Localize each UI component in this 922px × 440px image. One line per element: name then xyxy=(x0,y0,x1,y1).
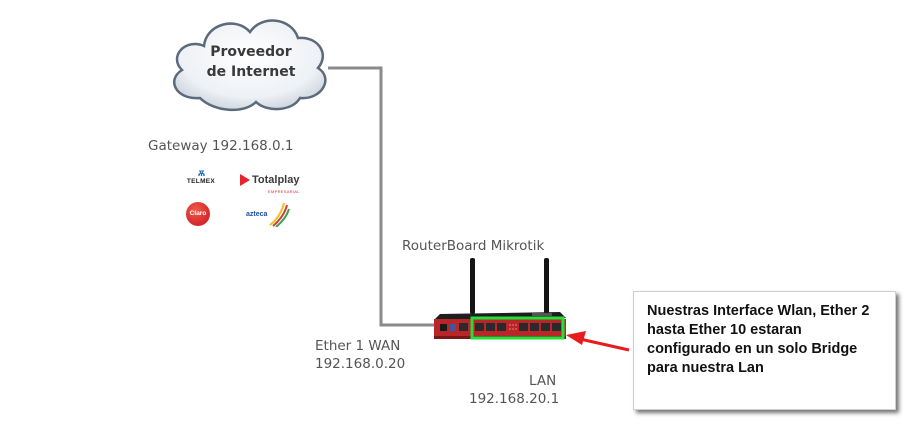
azteca-logo: azteca xyxy=(246,202,290,227)
antenna-left xyxy=(470,258,475,314)
antenna-right xyxy=(544,258,549,314)
isp-cloud-label: Proveedor de Internet xyxy=(178,42,324,82)
router-label: RouterBoard Mikrotik xyxy=(402,238,545,254)
telmex-wordmark: TELMEX xyxy=(186,178,216,185)
wan-interface-label: Ether 1 WAN xyxy=(315,338,401,354)
bridge-note-text: Nuestras Interface Wlan, Ether 2 hasta E… xyxy=(647,303,870,376)
azteca-wordmark: azteca xyxy=(246,211,268,218)
telmex-mark-icon: ѫ xyxy=(197,168,206,179)
totalplay-wordmark: Totalplay xyxy=(252,173,300,186)
claro-wordmark: Claro xyxy=(189,210,207,217)
cloud-label-line1: Proveedor xyxy=(210,44,292,60)
gateway-label: Gateway 192.168.0.1 xyxy=(148,138,294,154)
lan-label: LAN xyxy=(529,373,557,389)
lan-ports-highlight xyxy=(470,316,565,340)
totalplay-subtitle: EMPRESARIAL xyxy=(268,189,300,194)
claro-logo: Claro xyxy=(186,202,210,226)
telmex-logo: ѫ TELMEX xyxy=(178,168,224,186)
wan-connection-line xyxy=(328,66,434,327)
totalplay-mark-icon xyxy=(240,173,250,186)
lan-ip-label: 192.168.20.1 xyxy=(469,391,560,407)
router-icon xyxy=(434,258,566,339)
totalplay-logo: Totalplay EMPRESARIAL xyxy=(240,171,300,195)
wan-ip-label: 192.168.0.20 xyxy=(315,356,406,372)
internet-cloud-icon xyxy=(172,19,327,112)
cloud-label-line2: de Internet xyxy=(206,64,296,80)
azteca-swoosh-icon xyxy=(269,202,290,227)
bridge-note-callout: Nuestras Interface Wlan, Ether 2 hasta E… xyxy=(633,291,896,410)
arrow-icon xyxy=(566,331,630,352)
